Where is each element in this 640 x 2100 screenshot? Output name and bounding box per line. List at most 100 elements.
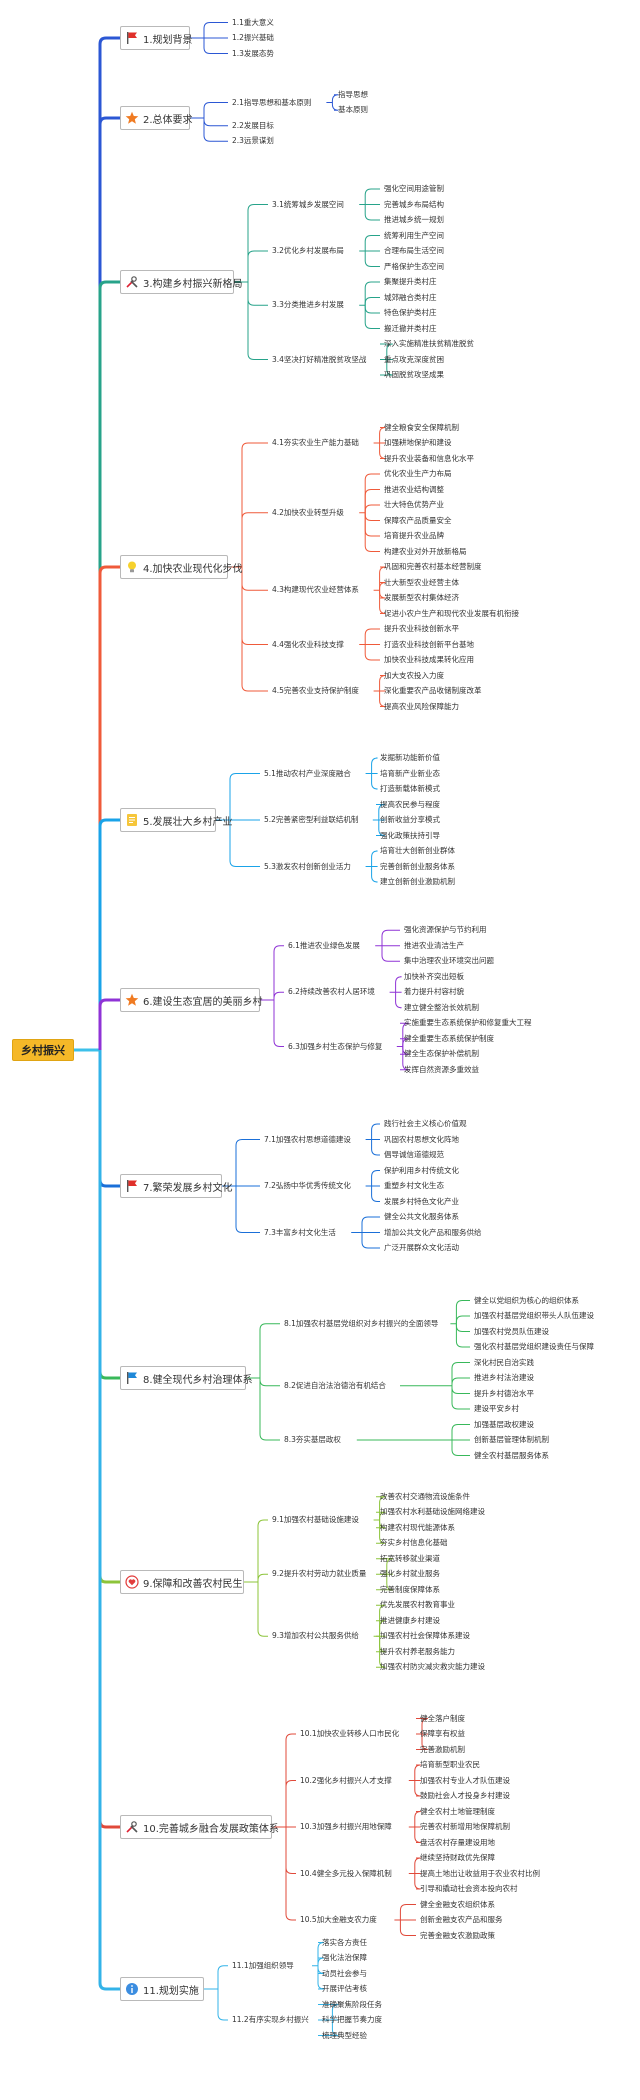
leaf-topic[interactable]: 引导和撬动社会资本投向农村 bbox=[420, 1884, 518, 1893]
leaf-topic[interactable]: 加快农业科技成果转化应用 bbox=[384, 655, 474, 664]
leaf-topic[interactable]: 合理布局生活空间 bbox=[384, 246, 444, 255]
leaf-topic[interactable]: 科学把握节奏力度 bbox=[322, 2015, 382, 2024]
sub-topic[interactable]: 8.2促进自治法治德治有机结合 bbox=[284, 1380, 386, 1390]
leaf-topic[interactable]: 增加公共文化产品和服务供给 bbox=[384, 1227, 482, 1237]
leaf-topic[interactable]: 建立创新创业激励机制 bbox=[380, 877, 455, 886]
leaf-topic[interactable]: 城郊融合类村庄 bbox=[384, 292, 437, 302]
leaf-topic[interactable]: 夯实乡村信息化基础 bbox=[380, 1538, 448, 1548]
leaf-topic[interactable]: 构建农业对外开放新格局 bbox=[384, 546, 467, 556]
leaf-topic[interactable]: 重点攻克深度贫困 bbox=[384, 354, 444, 364]
sub-topic[interactable]: 9.1加强农村基础设施建设 bbox=[272, 1515, 359, 1524]
leaf-topic[interactable]: 深化村民自治实践 bbox=[474, 1357, 534, 1367]
leaf-topic[interactable]: 完善城乡布局结构 bbox=[384, 199, 444, 209]
leaf-topic[interactable]: 梳理典型经验 bbox=[322, 2030, 367, 2040]
leaf-topic[interactable]: 推进农业清洁生产 bbox=[404, 940, 464, 950]
sub-topic[interactable]: 10.3加强乡村振兴用地保障 bbox=[300, 1822, 392, 1831]
branch-node[interactable]: 6.建设生态宜居的美丽乡村 bbox=[120, 988, 263, 1012]
sub-topic[interactable]: 7.2弘扬中华优秀传统文化 bbox=[264, 1181, 351, 1190]
sub-topic[interactable]: 5.3激发农村创新创业活力 bbox=[264, 861, 351, 871]
leaf-topic[interactable]: 推进城乡统一规划 bbox=[384, 215, 444, 224]
sub-topic[interactable]: 11.1加强组织领导 bbox=[232, 1960, 294, 1970]
sub-topic[interactable]: 9.2提升农村劳动力就业质量 bbox=[272, 1569, 367, 1579]
leaf-topic[interactable]: 推进健康乡村建设 bbox=[380, 1615, 440, 1625]
leaf-topic[interactable]: 加大支农投入力度 bbox=[384, 670, 444, 680]
sub-topic[interactable]: 5.1推动农村产业深度融合 bbox=[264, 768, 351, 778]
leaf-topic[interactable]: 巩固脱贫攻坚成果 bbox=[384, 370, 444, 379]
leaf-topic[interactable]: 完善制度保障体系 bbox=[380, 1584, 440, 1594]
sub-topic[interactable]: 4.5完善农业支持保护制度 bbox=[272, 686, 359, 695]
leaf-topic[interactable]: 改善农村交通物流设施条件 bbox=[380, 1491, 470, 1501]
leaf-topic[interactable]: 实施重要生态系统保护和修复重大工程 bbox=[404, 1018, 532, 1028]
sub-topic[interactable]: 4.3构建现代农业经营体系 bbox=[272, 585, 359, 595]
leaf-topic[interactable]: 集中治理农业环境突出问题 bbox=[404, 956, 494, 966]
leaf-topic[interactable]: 强化空间用途管制 bbox=[384, 184, 444, 193]
sub-topic[interactable]: 11.2有序实现乡村振兴 bbox=[232, 2015, 309, 2024]
leaf-topic[interactable]: 建立健全整治长效机制 bbox=[404, 1002, 479, 1012]
leaf-topic[interactable]: 推进乡村法治建设 bbox=[474, 1373, 534, 1382]
sub-topic[interactable]: 8.3夯实基层政权 bbox=[284, 1435, 341, 1444]
leaf-topic[interactable]: 深化重要农产品收储制度改革 bbox=[384, 686, 482, 695]
leaf-topic[interactable]: 加强农村专业人才队伍建设 bbox=[420, 1775, 510, 1785]
leaf-topic[interactable]: 健全生态保护补偿机制 bbox=[404, 1049, 479, 1059]
leaf-topic[interactable]: 加强基层政权建设 bbox=[474, 1419, 534, 1429]
leaf-topic[interactable]: 加强农村防灾减灾救灾能力建设 bbox=[380, 1662, 485, 1672]
leaf-topic[interactable]: 优化农业生产力布局 bbox=[384, 469, 452, 478]
leaf-topic[interactable]: 加强农村基层党组织带头人队伍建设 bbox=[474, 1311, 594, 1320]
branch-node[interactable]: 11.规划实施 bbox=[120, 1977, 204, 2001]
leaf-topic[interactable]: 发挥自然资源多重效益 bbox=[404, 1064, 479, 1074]
sub-topic[interactable]: 10.1加快农业转移人口市民化 bbox=[300, 1729, 400, 1738]
leaf-topic[interactable]: 构建农村现代能源体系 bbox=[380, 1522, 455, 1532]
sub-topic[interactable]: 10.5加大金融支农力度 bbox=[300, 1915, 377, 1924]
sub-topic[interactable]: 4.1夯实农业生产能力基础 bbox=[272, 438, 359, 447]
sub-topic[interactable]: 1.3发展态势 bbox=[232, 48, 274, 58]
leaf-topic[interactable]: 优先发展农村教育事业 bbox=[380, 1600, 455, 1610]
leaf-topic[interactable]: 保障享有权益 bbox=[420, 1729, 465, 1738]
sub-topic[interactable]: 6.2持续改善农村人居环境 bbox=[288, 987, 375, 997]
root-node[interactable]: 乡村振兴 bbox=[12, 1039, 74, 1061]
sub-topic[interactable]: 2.3远景谋划 bbox=[232, 136, 274, 146]
sub-topic[interactable]: 8.1加强农村基层党组织对乡村振兴的全面领导 bbox=[284, 1318, 439, 1328]
leaf-topic[interactable]: 发展新型农村集体经济 bbox=[384, 593, 459, 602]
leaf-topic[interactable]: 打造农业科技创新平台基地 bbox=[384, 639, 474, 649]
leaf-topic[interactable]: 提升农业装备和信息化水平 bbox=[384, 453, 474, 463]
leaf-topic[interactable]: 保障农产品质量安全 bbox=[384, 515, 452, 525]
leaf-topic[interactable]: 深入实施精准扶贫精准脱贫 bbox=[384, 339, 474, 348]
branch-node[interactable]: 4.加快农业现代化步伐 bbox=[120, 555, 243, 579]
leaf-topic[interactable]: 提高土地出让收益用于农业农村比例 bbox=[420, 1868, 540, 1878]
branch-node[interactable]: 9.保障和改善农村民生 bbox=[120, 1570, 244, 1594]
sub-topic[interactable]: 7.3丰富乡村文化生活 bbox=[264, 1227, 336, 1237]
leaf-topic[interactable]: 落实各方责任 bbox=[322, 1937, 367, 1947]
leaf-topic[interactable]: 加强农村水利基础设施网络建设 bbox=[380, 1507, 485, 1517]
leaf-topic[interactable]: 发掘新功能新价值 bbox=[380, 753, 440, 762]
sub-topic[interactable]: 6.3加强乡村生态保护与修复 bbox=[288, 1041, 383, 1051]
leaf-topic[interactable]: 健全农村土地管理制度 bbox=[420, 1806, 495, 1816]
leaf-topic[interactable]: 提升农村养老服务能力 bbox=[380, 1646, 455, 1656]
leaf-topic[interactable]: 加强农村党员队伍建设 bbox=[474, 1326, 549, 1336]
sub-topic[interactable]: 9.3增加农村公共服务供给 bbox=[272, 1631, 359, 1641]
leaf-topic[interactable]: 集聚提升类村庄 bbox=[384, 277, 437, 286]
branch-node[interactable]: 2.总体要求 bbox=[120, 106, 193, 130]
sub-topic[interactable]: 4.2加快农业转型升级 bbox=[272, 507, 344, 517]
leaf-topic[interactable]: 健全金融支农组织体系 bbox=[420, 1899, 495, 1909]
leaf-topic[interactable]: 健全落户制度 bbox=[420, 1713, 465, 1723]
leaf-topic[interactable]: 着力提升村容村貌 bbox=[404, 987, 464, 997]
leaf-topic[interactable]: 培育新型职业农民 bbox=[420, 1760, 480, 1769]
leaf-topic[interactable]: 鼓励社会人才投身乡村建设 bbox=[420, 1791, 510, 1800]
sub-topic[interactable]: 1.1重大意义 bbox=[232, 17, 274, 27]
leaf-topic[interactable]: 提高农业风险保障能力 bbox=[384, 701, 459, 711]
leaf-topic[interactable]: 加强农村社会保障体系建设 bbox=[380, 1631, 470, 1641]
leaf-topic[interactable]: 保护利用乡村传统文化 bbox=[384, 1165, 459, 1175]
leaf-topic[interactable]: 重塑乡村文化生态 bbox=[384, 1181, 444, 1190]
sub-topic[interactable]: 10.2强化乡村振兴人才支撑 bbox=[300, 1775, 392, 1785]
leaf-topic[interactable]: 加强耕地保护和建设 bbox=[384, 438, 452, 447]
leaf-topic[interactable]: 强化农村基层党组织建设责任与保障 bbox=[474, 1342, 594, 1351]
leaf-topic[interactable]: 指导思想 bbox=[338, 89, 368, 99]
leaf-topic[interactable]: 壮大新型农业经营主体 bbox=[384, 577, 459, 587]
sub-topic[interactable]: 3.4坚决打好精准脱贫攻坚战 bbox=[272, 354, 367, 364]
leaf-topic[interactable]: 健全公共文化服务体系 bbox=[384, 1212, 459, 1221]
sub-topic[interactable]: 3.2优化乡村发展布局 bbox=[272, 246, 344, 255]
leaf-topic[interactable]: 建设平安乡村 bbox=[474, 1404, 519, 1413]
leaf-topic[interactable]: 健全重要生态系统保护制度 bbox=[404, 1033, 494, 1043]
leaf-topic[interactable]: 开展评估考核 bbox=[322, 1984, 367, 1993]
leaf-topic[interactable]: 打造新载体新模式 bbox=[380, 784, 440, 793]
